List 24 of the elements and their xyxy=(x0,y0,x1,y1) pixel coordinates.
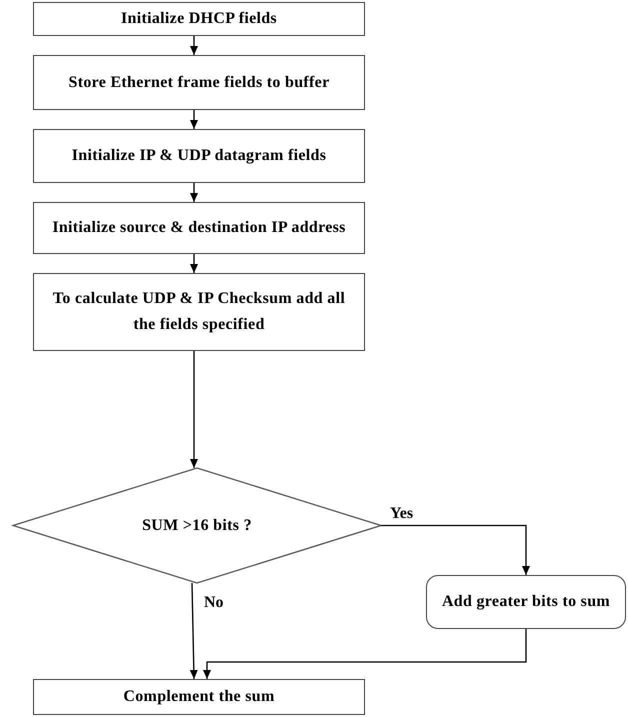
arrow xyxy=(203,629,527,679)
process-box xyxy=(33,2,365,36)
arrow xyxy=(190,351,198,468)
node-text: Initialize source & destination IP address xyxy=(52,218,346,238)
node-text: Add greater bits to sum xyxy=(442,592,610,612)
process-box xyxy=(33,273,365,351)
process-box xyxy=(33,55,365,110)
arrow xyxy=(190,183,198,202)
arrow xyxy=(190,582,198,680)
process-box xyxy=(33,679,365,715)
arrow xyxy=(190,36,198,55)
node-text: Initialize DHCP fields xyxy=(121,9,277,29)
decision-diamond xyxy=(10,467,384,584)
arrow xyxy=(381,524,530,575)
node-text: To calculate UDP & IP Checksum add all the fields specified xyxy=(52,289,346,335)
node-text: Initialize IP & UDP datagram fields xyxy=(72,146,326,166)
process-box xyxy=(33,129,365,183)
arrow xyxy=(190,254,198,273)
rounded-process-box xyxy=(426,575,626,629)
node-text: SUM >16 bits ? xyxy=(142,516,252,536)
node-text: Complement the sum xyxy=(123,687,275,707)
node-text: Store Ethernet frame fields to buffer xyxy=(68,72,330,92)
arrow xyxy=(190,110,198,129)
process-box xyxy=(33,202,365,254)
